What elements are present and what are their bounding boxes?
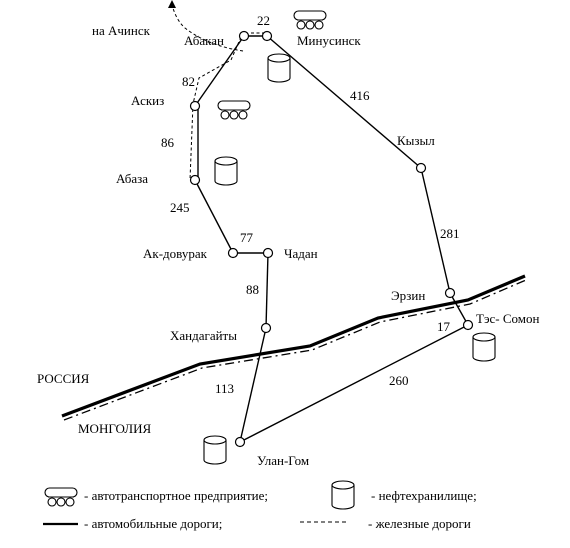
city-label-ak-dovurak: Ак-довурак <box>143 246 208 261</box>
node-khandagayty <box>260 322 272 334</box>
city-label-abaza: Абаза <box>116 171 148 186</box>
distance-abakan-minusinsk: 22 <box>257 13 270 28</box>
city-label-askiz: Аскиз <box>131 93 164 108</box>
distance-khandagayty-ulangom: 113 <box>215 381 234 396</box>
motor-depot-icon <box>293 10 327 30</box>
node-abaza <box>189 174 201 186</box>
legend-oil-tank-icon <box>331 480 355 510</box>
city-label-khandagayty: Хандагайты <box>170 328 237 343</box>
node-erzin <box>444 287 456 299</box>
city-nodes <box>189 30 474 448</box>
distance-erzin-tessomon: 17 <box>437 319 451 334</box>
node-minusinsk <box>261 30 273 42</box>
legend-motor-depot-icon <box>44 487 78 507</box>
country-label-mongolia: МОНГОЛИЯ <box>78 421 151 436</box>
distance-minusinsk-kyzyl: 416 <box>350 88 370 103</box>
city-label-chadan: Чадан <box>284 246 318 261</box>
node-chadan <box>262 247 274 259</box>
node-abakan <box>238 30 250 42</box>
oil-tank-icon <box>214 156 238 186</box>
oil-tank-icon <box>203 435 227 465</box>
distance-abaza-akdovurak: 245 <box>170 200 190 215</box>
country-label-russia: РОССИЯ <box>37 371 90 386</box>
node-ulan-gom <box>234 436 246 448</box>
city-label-minusinsk: Минусинск <box>297 33 361 48</box>
node-kyzyl <box>415 162 427 174</box>
state-border <box>61 274 527 421</box>
city-label-kyzyl: Кызыл <box>397 133 435 148</box>
city-label-abakan: Абакан <box>184 33 224 48</box>
direction-label-achinsk: на Ачинск <box>92 23 151 38</box>
distance-kyzyl-erzin: 281 <box>440 226 460 241</box>
node-ak-dovurak <box>227 247 239 259</box>
city-label-tes-somon: Тэс- Сомон <box>476 311 540 326</box>
railways <box>168 0 267 181</box>
legend: - автотранспортное предприятие; - нефтех… <box>43 480 477 531</box>
roads <box>194 35 469 443</box>
distance-ulangom-tessomon: 260 <box>389 373 409 388</box>
oil-tank-icon <box>472 332 496 362</box>
city-label-ulan-gom: Улан-Гом <box>257 453 309 468</box>
legend-oil-storage-label: - нефтехранилище; <box>371 488 477 503</box>
legend-railways-label: - железные дороги <box>368 516 471 531</box>
legend-motor-depot-label: - автотранспортное предприятие; <box>84 488 268 503</box>
distance-chadan-khandagayty: 88 <box>246 282 259 297</box>
legend-roads-label: - автомобильные дороги; <box>84 516 222 531</box>
node-tes-somon <box>462 319 474 331</box>
distance-askiz-abaza: 86 <box>161 135 175 150</box>
motor-depot-icon <box>217 100 251 120</box>
node-askiz <box>189 100 201 112</box>
city-label-erzin: Эрзин <box>391 288 425 303</box>
distance-abakan-askiz: 82 <box>182 74 195 89</box>
distance-akdovurak-chadan: 77 <box>240 230 254 245</box>
oil-tank-icon <box>267 53 291 83</box>
